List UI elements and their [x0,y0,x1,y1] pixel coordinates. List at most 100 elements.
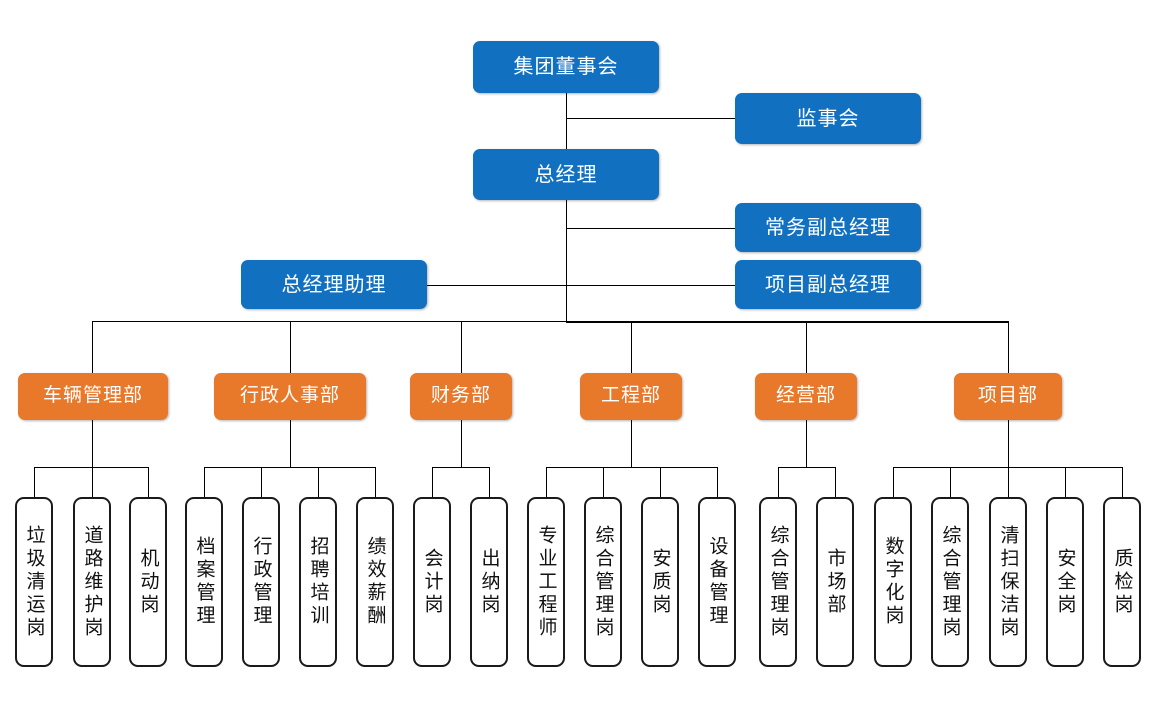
box-general-manager-label: 总经理 [534,163,598,186]
box-board-label: 集团董事会 [513,56,619,78]
connector-dept-6-child-1 [893,467,894,497]
connector-bus-to-dept-3 [461,321,462,373]
box-position-2-1[interactable]: 档案管理 [185,497,223,667]
connector-dept-4-child-4 [717,467,718,497]
connector-dept-3-stem [461,420,462,467]
box-position-5-1[interactable]: 综合管理岗 [759,497,797,667]
box-gm-assistant-label: 总经理助理 [281,273,387,296]
connector-dept-3-child-2 [489,467,490,497]
box-position-2-4-label: 绩效薪酬 [364,536,386,628]
connector-dept-2-child-1 [204,467,205,497]
connector-dept-3-child-1 [432,467,433,497]
connector-dept-5-bus [778,467,836,468]
connector-bus-to-dept-2 [290,321,291,373]
box-supervisory-board-label: 监事会 [796,107,860,130]
box-position-4-1[interactable]: 专业工程师 [527,497,565,667]
connector-dept-1-bus [34,467,149,468]
department-bus-left [92,321,566,322]
box-position-6-2[interactable]: 综合管理岗 [931,497,969,667]
box-position-2-3-label: 招聘培训 [307,536,329,628]
box-department-5[interactable]: 经营部 [755,373,857,420]
connector-dept-5-child-1 [778,467,779,497]
box-position-2-4[interactable]: 绩效薪酬 [356,497,394,667]
connector-dept-4-stem [631,420,632,467]
box-position-5-1-label: 综合管理岗 [767,524,789,640]
connector-dept-2-child-2 [261,467,262,497]
box-position-6-3[interactable]: 清扫保洁岗 [989,497,1027,667]
box-department-3-label: 财务部 [430,385,491,407]
connector-dept-6-stem [1008,420,1009,467]
connector-gm-to-supervisory [566,118,735,119]
box-department-2[interactable]: 行政人事部 [214,373,366,420]
connector-dept-2-child-4 [375,467,376,497]
box-executive-deputy-gm[interactable]: 常务副总经理 [735,203,921,252]
connector-dept-4-child-2 [603,467,604,497]
connector-dept-4-child-3 [660,467,661,497]
box-board[interactable]: 集团董事会 [473,41,659,93]
connector-dept-1-child-1 [34,467,35,497]
box-position-6-3-label: 清扫保洁岗 [997,524,1019,640]
box-position-1-2-label: 道路维护岗 [81,524,103,640]
box-position-6-4[interactable]: 安全岗 [1046,497,1084,667]
box-position-3-1-label: 会计岗 [421,547,443,617]
box-position-1-3[interactable]: 机动岗 [129,497,167,667]
box-department-4[interactable]: 工程部 [580,373,682,420]
box-position-4-3[interactable]: 安质岗 [641,497,679,667]
box-position-6-2-label: 综合管理岗 [939,524,961,640]
box-position-2-2-label: 行政管理 [250,536,272,628]
box-department-1-label: 车辆管理部 [42,385,143,407]
connector-dept-2-child-3 [318,467,319,497]
connector-dept-6-child-3 [1008,467,1009,497]
department-bus-right [566,321,1008,323]
box-department-2-label: 行政人事部 [239,385,340,407]
connector-dept-3-bus [432,467,490,468]
box-position-6-1[interactable]: 数字化岗 [874,497,912,667]
box-position-6-4-label: 安全岗 [1054,547,1076,617]
connector-dept-2-bus [204,467,376,468]
box-position-2-1-label: 档案管理 [193,536,215,628]
connector-dept-6-child-2 [950,467,951,497]
box-position-6-1-label: 数字化岗 [882,536,904,628]
box-department-6[interactable]: 项目部 [954,373,1062,420]
connector-dept-6-bus [893,467,1122,468]
connector-dept-6-child-5 [1122,467,1123,497]
box-department-1[interactable]: 车辆管理部 [18,373,168,420]
connector-board-to-gm [566,93,567,149]
connector-dept-6-child-4 [1065,467,1066,497]
connector-dept-1-stem [92,420,93,467]
box-position-5-2-label: 市场部 [824,547,846,617]
box-position-2-2[interactable]: 行政管理 [242,497,280,667]
box-supervisory-board[interactable]: 监事会 [735,93,921,144]
box-department-4-label: 工程部 [600,385,661,407]
box-position-2-3[interactable]: 招聘培训 [299,497,337,667]
box-department-3[interactable]: 财务部 [410,373,512,420]
box-position-3-1[interactable]: 会计岗 [413,497,451,667]
box-general-manager[interactable]: 总经理 [473,149,659,200]
connector-bus-to-dept-5 [806,321,807,373]
box-position-4-3-label: 安质岗 [649,547,671,617]
box-position-1-1-label: 垃圾清运岗 [23,524,45,640]
connector-dept-1-child-2 [92,467,93,497]
box-position-4-4[interactable]: 设备管理 [698,497,736,667]
box-project-deputy-gm[interactable]: 项目副总经理 [735,260,921,309]
box-position-1-1[interactable]: 垃圾清运岗 [15,497,53,667]
box-position-5-2[interactable]: 市场部 [816,497,854,667]
box-position-4-2-label: 综合管理岗 [592,524,614,640]
connector-gm-to-assistant [427,285,566,286]
box-position-4-1-label: 专业工程师 [535,524,557,640]
box-position-3-2[interactable]: 出纳岗 [470,497,508,667]
box-project-deputy-gm-label: 项目副总经理 [765,273,891,296]
box-position-4-4-label: 设备管理 [706,536,728,628]
box-department-5-label: 经营部 [775,385,836,407]
connector-gm-to-project-deputy [566,285,735,286]
box-position-3-2-label: 出纳岗 [478,547,500,617]
connector-bus-to-dept-4 [631,321,632,373]
box-gm-assistant[interactable]: 总经理助理 [241,260,427,309]
box-position-1-3-label: 机动岗 [137,547,159,617]
box-position-1-2[interactable]: 道路维护岗 [73,497,111,667]
box-position-6-5[interactable]: 质检岗 [1103,497,1141,667]
box-position-4-2[interactable]: 综合管理岗 [584,497,622,667]
connector-bus-to-dept-1 [92,321,93,373]
connector-dept-4-bus [546,467,718,468]
